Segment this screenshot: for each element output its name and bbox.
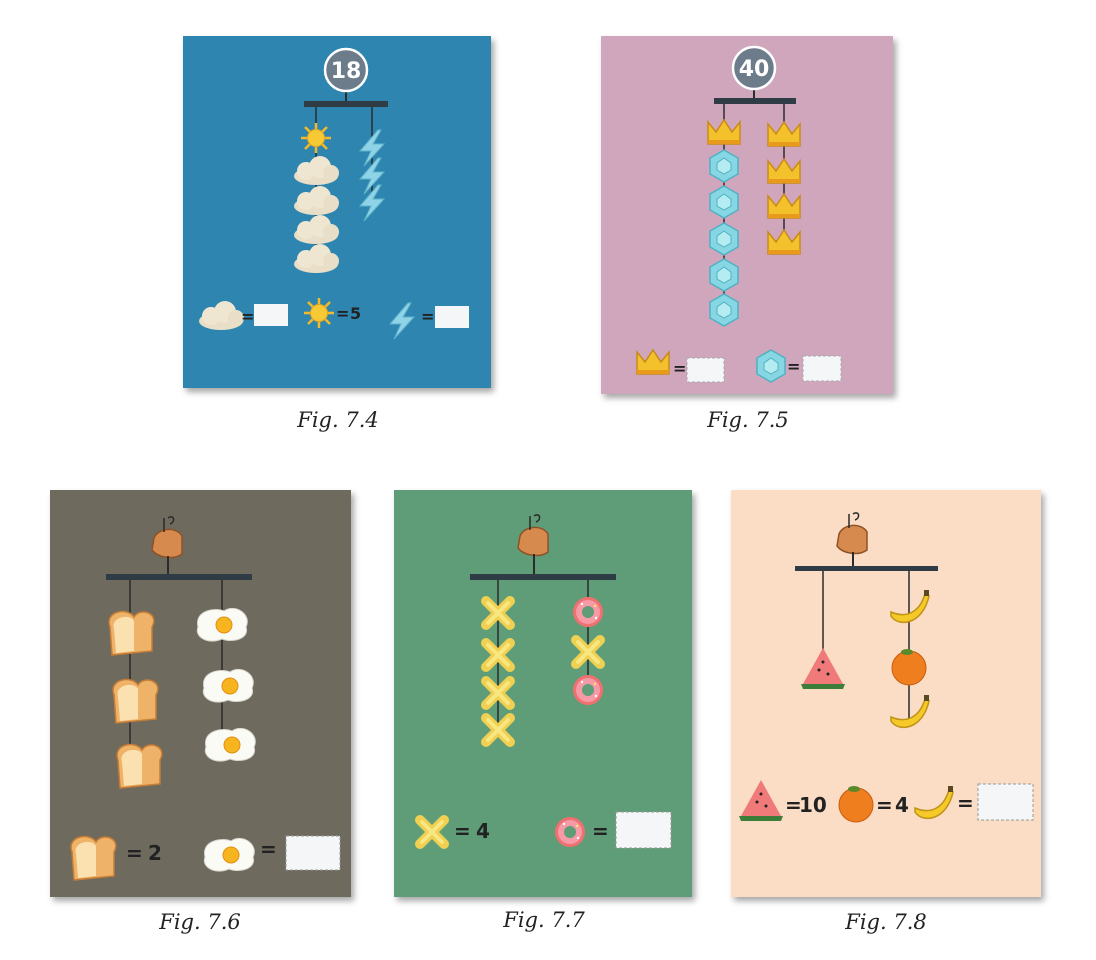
watermelon-icon [801, 648, 845, 689]
figure-caption: Fig. 7.6 [159, 910, 241, 934]
hanger-bar [795, 566, 938, 571]
watermelon-icon [739, 780, 783, 821]
cloud-icon [294, 156, 339, 185]
puzzle-card-7-5: 40 = = [601, 36, 893, 394]
donut-icon [573, 597, 603, 627]
cloud-icon [294, 215, 339, 244]
gem-icon [709, 258, 739, 292]
crown-icon [767, 121, 801, 147]
answer-box[interactable] [802, 355, 842, 382]
gem-icon [709, 293, 739, 327]
puzzle-card-7-7: = 4 = [394, 490, 692, 897]
puzzle-card-7-6: = 2 = [50, 490, 351, 897]
svg-text:=: = [336, 304, 349, 323]
total-value: 18 [331, 59, 362, 84]
svg-text:=: = [241, 307, 254, 326]
cloud-icon [294, 244, 339, 273]
svg-text:=: = [787, 357, 800, 376]
hanger-bar [304, 101, 388, 107]
crown-icon [707, 119, 741, 145]
svg-text:=: = [785, 793, 802, 817]
svg-text:=: = [421, 307, 434, 326]
banana-icon [914, 785, 954, 820]
gem-icon [709, 185, 739, 219]
total-badge [323, 47, 369, 93]
donut-icon [555, 817, 585, 847]
gem-icon [709, 149, 739, 183]
answer-box[interactable] [977, 783, 1034, 821]
figure-caption: Fig. 7.5 [707, 408, 789, 432]
crown-icon [767, 193, 801, 219]
svg-text:=: = [126, 841, 143, 865]
egg-icon [204, 727, 256, 762]
egg-icon [202, 668, 254, 703]
hand-icon [517, 514, 549, 557]
svg-text:=: = [876, 793, 893, 817]
cloud-icon [294, 186, 339, 215]
sun-value: 5 [350, 304, 361, 323]
hand-icon [836, 512, 868, 555]
answer-box[interactable] [435, 306, 469, 328]
watermelon-value: 10 [799, 793, 827, 817]
svg-text:=: = [957, 791, 974, 815]
egg-icon [196, 607, 248, 642]
donut-icon [573, 675, 603, 705]
banana-icon [890, 694, 930, 729]
hand-icon [151, 516, 183, 559]
answer-box[interactable] [615, 811, 672, 849]
figure-caption: Fig. 7.7 [503, 908, 585, 932]
hanger-bar [470, 574, 616, 580]
lightning-icon [389, 302, 415, 340]
total-value: 40 [739, 57, 770, 82]
orange-value: 4 [895, 793, 909, 817]
orange-icon [838, 785, 874, 823]
figure-caption: Fig. 7.4 [297, 408, 379, 432]
svg-text:=: = [260, 837, 277, 861]
cross-value: 4 [476, 819, 490, 843]
answer-box[interactable] [686, 357, 725, 383]
svg-text:=: = [673, 359, 686, 378]
bread-icon [70, 835, 117, 881]
hanger-bar [106, 574, 252, 580]
sun-icon [302, 296, 336, 330]
bread-icon [108, 610, 155, 656]
sun-icon [299, 121, 333, 155]
puzzle-card-7-4: 18 = = 5 = [183, 36, 491, 388]
hanger-bar [714, 98, 796, 104]
svg-text:=: = [592, 819, 609, 843]
gem-icon [756, 349, 786, 383]
crown-icon [767, 158, 801, 184]
puzzle-card-7-8: = 10 = 4 = [731, 490, 1041, 897]
answer-box[interactable] [285, 835, 341, 871]
bread-value: 2 [148, 841, 162, 865]
bread-icon [112, 678, 159, 724]
cross-icon [420, 820, 444, 844]
cloud-icon [199, 301, 244, 330]
total-badge [731, 45, 777, 91]
bread-icon [116, 743, 163, 789]
egg-icon [203, 837, 255, 872]
crown-icon [767, 229, 801, 255]
gem-icon [709, 222, 739, 256]
figure-caption: Fig. 7.8 [845, 910, 927, 934]
svg-text:=: = [454, 819, 471, 843]
orange-icon [891, 648, 927, 686]
crown-icon [636, 349, 670, 375]
banana-icon [890, 589, 930, 624]
answer-box[interactable] [254, 304, 288, 326]
